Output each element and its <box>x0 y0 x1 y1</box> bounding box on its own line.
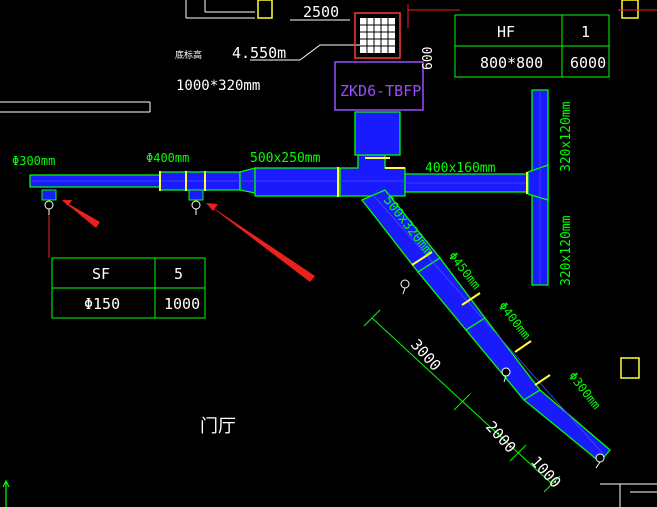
duct-tee-right <box>527 164 549 201</box>
label-320x120-top: 320x120mm <box>559 101 574 172</box>
dimension-lines <box>363 309 561 493</box>
sf-airflow: 1000 <box>164 295 200 313</box>
sf-size: Φ150 <box>84 295 120 313</box>
unit-name: ZKD6-TBFP <box>340 82 421 100</box>
red-arrow-2 <box>206 203 315 282</box>
air-terminal-1 <box>41 189 57 215</box>
unit-neck <box>354 111 401 156</box>
air-terminal-4 <box>501 367 511 383</box>
elevation-value: 4.550m <box>232 44 286 62</box>
duct-phi300-right <box>522 389 611 463</box>
air-terminals <box>41 189 605 469</box>
sf-count: 5 <box>174 265 183 283</box>
dim-1000: 1000 <box>527 453 565 492</box>
label-400x160: 400x160mm <box>425 161 496 176</box>
column-marker-top-right <box>621 0 639 19</box>
hf-size: 800*800 <box>480 54 543 72</box>
label-320x120-bottom: 320x120mm <box>559 215 574 286</box>
duct-size-1000x320: 1000*320mm <box>176 78 260 94</box>
hf-grille <box>354 12 401 59</box>
dim-2000: 2000 <box>482 418 520 457</box>
sf-table <box>51 257 206 319</box>
duct-junction <box>339 154 406 197</box>
hf-airflow: 6000 <box>570 54 606 72</box>
air-terminal-3 <box>400 279 410 295</box>
column-marker-right <box>620 357 640 379</box>
hf-type: HF <box>497 23 515 41</box>
hf-table <box>454 14 610 78</box>
duct-centerlines <box>30 90 606 457</box>
duct-network <box>29 89 611 463</box>
elevation-note: 底标高 <box>175 49 202 61</box>
unit-box <box>334 61 424 111</box>
dim-600: 600 <box>421 47 436 70</box>
hf-count: 1 <box>581 23 590 41</box>
duct-500x320 <box>360 189 441 273</box>
label-phi400-left: Φ400mm <box>146 151 189 165</box>
label-phi300-left: Φ300mm <box>12 154 55 168</box>
air-terminal-5 <box>595 453 605 469</box>
dim-2500: 2500 <box>303 3 339 21</box>
room-name: 门厅 <box>200 416 236 437</box>
red-arrow-1 <box>62 200 100 228</box>
air-terminal-2 <box>188 189 204 215</box>
column-markers <box>257 0 640 379</box>
duct-reducer <box>239 167 256 194</box>
ucs-icon <box>2 479 10 507</box>
red-arrows <box>62 200 315 282</box>
column-marker-top <box>257 0 273 19</box>
duct-joints <box>159 157 551 386</box>
label-phi400-right: Φ400mm <box>496 299 534 342</box>
duct-500x250 <box>254 167 341 197</box>
label-500x250: 500x250mm <box>250 151 321 166</box>
label-phi300-right: Φ300mm <box>566 369 604 412</box>
sf-type: SF <box>92 265 110 283</box>
duct-phi450 <box>417 257 486 331</box>
